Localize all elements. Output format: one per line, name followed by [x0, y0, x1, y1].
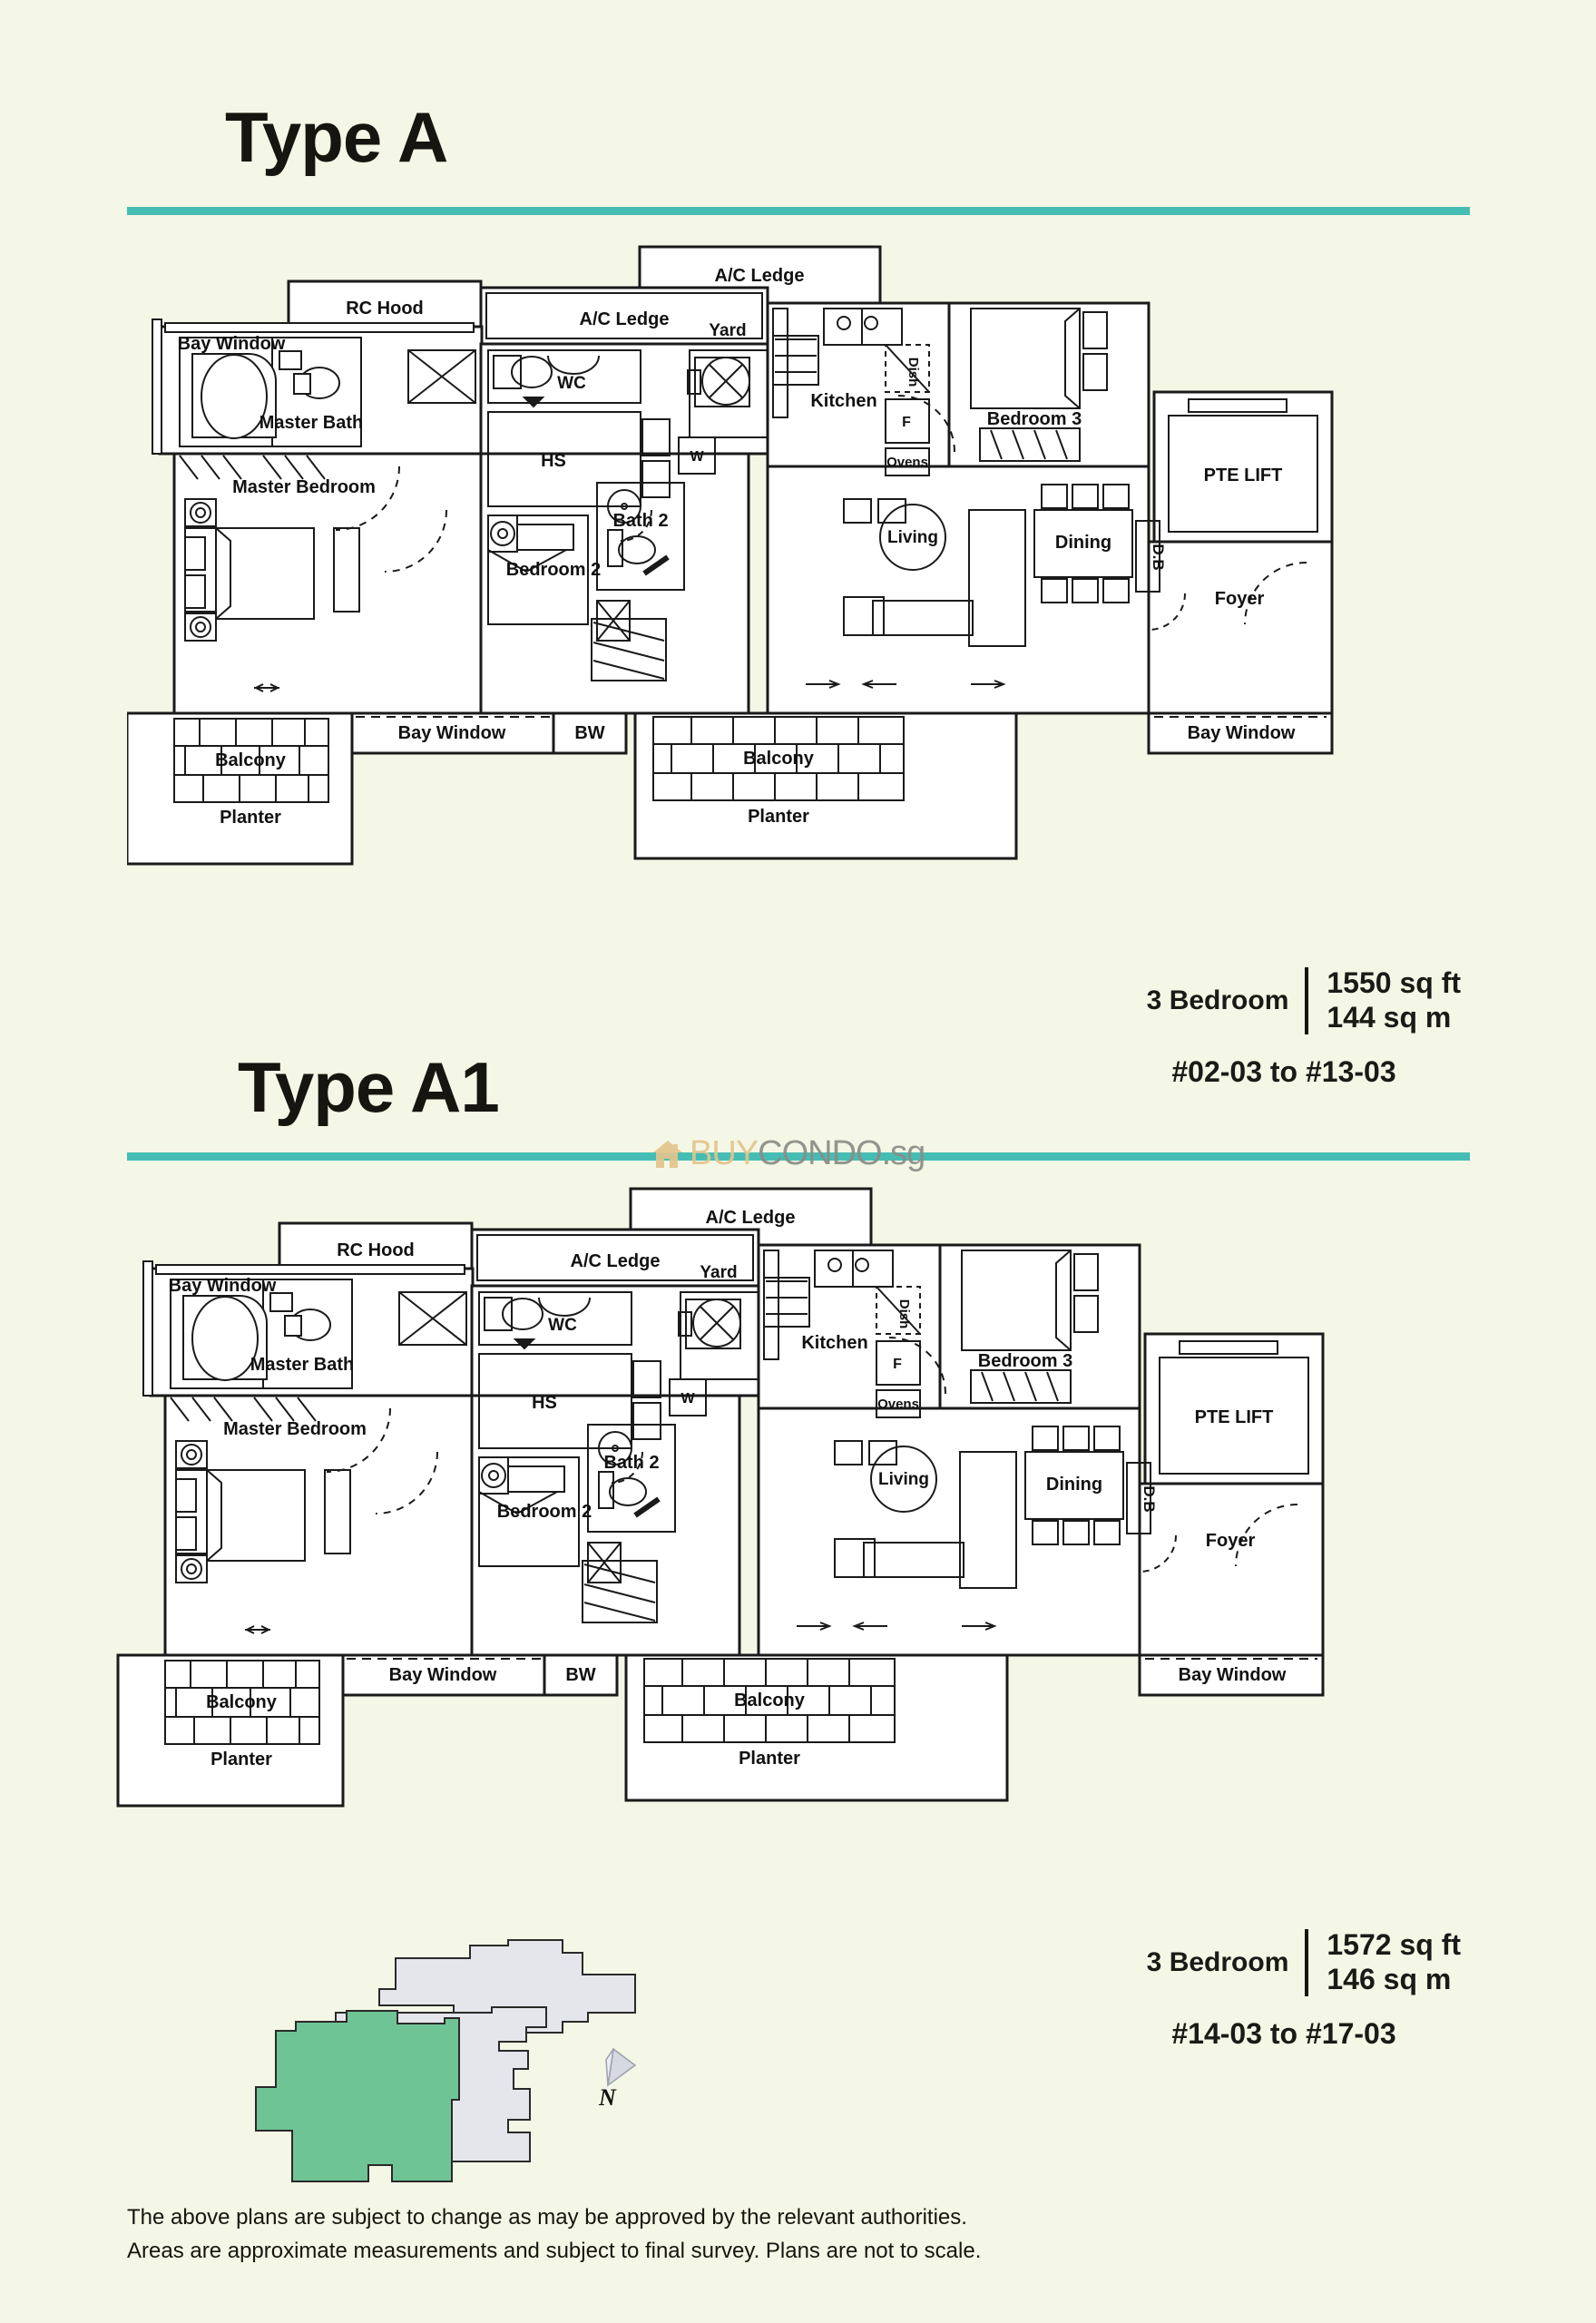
size-sqft: 1550 sq ft: [1327, 966, 1461, 999]
label-pte-lift: PTE LIFT: [1204, 466, 1283, 485]
plan-title-type-a: Type A: [225, 97, 448, 177]
label-kitchen: Kitchen: [810, 391, 876, 411]
label-bath-2: Bath 2: [612, 511, 668, 531]
label-planter-right: Planter: [748, 807, 809, 827]
area-row: 3 Bedroom 1550 sq ft 144 sq m: [1071, 966, 1461, 1035]
label-rc-hood: RC Hood: [337, 1240, 415, 1260]
label-dining: Dining: [1055, 533, 1111, 553]
area-row: 3 Bedroom 1572 sq ft 146 sq m: [1071, 1928, 1461, 1997]
disclaimer-line-2: Areas are approximate measurements and s…: [127, 2239, 982, 2264]
bedroom-count-label: 3 Bedroom: [1146, 1946, 1289, 1977]
area-divider: [1305, 1928, 1309, 1996]
label-living: Living: [887, 528, 938, 547]
floorplan-drawing-type-a: A/C Ledge RC Hood A/C Ledge Bay Window M…: [127, 238, 1470, 955]
size-sqm: 144 sq m: [1327, 1000, 1452, 1034]
label-bay-window-bottom: Bay Window: [398, 723, 506, 743]
label-master-bedroom: Master Bedroom: [232, 477, 376, 497]
label-rc-hood: RC Hood: [346, 299, 424, 319]
label-dish: Dish: [896, 1299, 912, 1329]
size-sqm: 146 sq m: [1327, 1962, 1452, 1995]
label-kitchen: Kitchen: [801, 1333, 867, 1353]
label-ac-ledge-top: A/C Ledge: [715, 266, 805, 286]
label-bay-window-left: Bay Window: [178, 334, 286, 354]
size-sqft: 1572 sq ft: [1327, 1928, 1461, 1961]
north-label: N: [598, 2084, 617, 2111]
label-balcony-left: Balcony: [206, 1692, 278, 1712]
label-balcony-right: Balcony: [743, 749, 815, 769]
label-wc: WC: [548, 1316, 577, 1335]
label-ac-ledge-mid: A/C Ledge: [571, 1251, 661, 1271]
title-rule-type-a: [127, 207, 1470, 215]
label-yard: Yard: [700, 1263, 737, 1282]
label-planter-right: Planter: [739, 1749, 800, 1769]
label-dining: Dining: [1046, 1475, 1102, 1495]
label-dish: Dish: [906, 358, 921, 387]
label-fridge: F: [902, 415, 911, 430]
label-bw: BW: [565, 1665, 595, 1685]
label-ovens: Ovens: [886, 455, 928, 470]
label-ovens: Ovens: [877, 1397, 919, 1412]
label-master-bath: Master Bath: [250, 1355, 354, 1375]
label-balcony-left: Balcony: [215, 750, 287, 770]
label-hs: HS: [532, 1393, 557, 1413]
label-yard: Yard: [709, 321, 746, 340]
label-foyer: Foyer: [1215, 589, 1265, 609]
label-planter-left: Planter: [211, 1750, 272, 1769]
label-bedroom-2: Bedroom 2: [506, 560, 601, 580]
area-info-type-a1: 3 Bedroom 1572 sq ft 146 sq m #14-03 to …: [1071, 1928, 1461, 2051]
plan-title-type-a1: Type A1: [238, 1047, 500, 1127]
title-rule-type-a1: [127, 1152, 1470, 1161]
label-master-bath: Master Bath: [259, 413, 363, 433]
label-bay-window-bottom: Bay Window: [389, 1665, 497, 1685]
label-hs: HS: [541, 451, 566, 471]
bedroom-count-label: 3 Bedroom: [1146, 985, 1289, 1015]
label-planter-left: Planter: [220, 808, 281, 828]
unit-range-label: #14-03 to #17-03: [1171, 2016, 1396, 2050]
label-washer: W: [681, 1391, 695, 1407]
label-washer: W: [690, 449, 704, 465]
label-fridge: F: [893, 1357, 902, 1372]
label-balcony-right: Balcony: [734, 1691, 806, 1710]
label-master-bedroom: Master Bedroom: [223, 1419, 367, 1439]
keyplan-highlighted-block: [255, 2010, 460, 2182]
label-pte-lift: PTE LIFT: [1195, 1407, 1274, 1427]
unit-range-label: #02-03 to #13-03: [1171, 1054, 1396, 1088]
label-db: D.B: [1141, 1485, 1158, 1512]
label-wc: WC: [557, 374, 586, 393]
label-bedroom-2: Bedroom 2: [497, 1502, 592, 1522]
label-bay-window-right: Bay Window: [1179, 1665, 1287, 1685]
key-plan: N: [218, 1924, 671, 2196]
floorplan-drawing-type-a1: A/C Ledge RC Hood A/C Ledge Bay Window M…: [109, 1180, 1470, 1897]
area-info-type-a: 3 Bedroom 1550 sq ft 144 sq m #02-03 to …: [1071, 966, 1461, 1089]
label-bath-2: Bath 2: [603, 1453, 659, 1473]
north-arrow-icon: [605, 2047, 637, 2087]
label-bay-window-right: Bay Window: [1188, 723, 1296, 743]
label-ac-ledge-top: A/C Ledge: [706, 1208, 796, 1228]
label-bedroom-3: Bedroom 3: [978, 1351, 1072, 1371]
area-divider: [1305, 966, 1309, 1034]
label-db: D.B: [1150, 544, 1167, 570]
label-living: Living: [878, 1470, 929, 1489]
disclaimer: The above plans are subject to change as…: [127, 2200, 1307, 2268]
disclaimer-line-1: The above plans are subject to change as…: [127, 2205, 967, 2230]
label-bw: BW: [574, 723, 604, 743]
label-ac-ledge-mid: A/C Ledge: [580, 309, 670, 329]
label-foyer: Foyer: [1206, 1531, 1256, 1551]
label-bedroom-3: Bedroom 3: [987, 409, 1082, 429]
label-bay-window-left: Bay Window: [169, 1276, 277, 1296]
